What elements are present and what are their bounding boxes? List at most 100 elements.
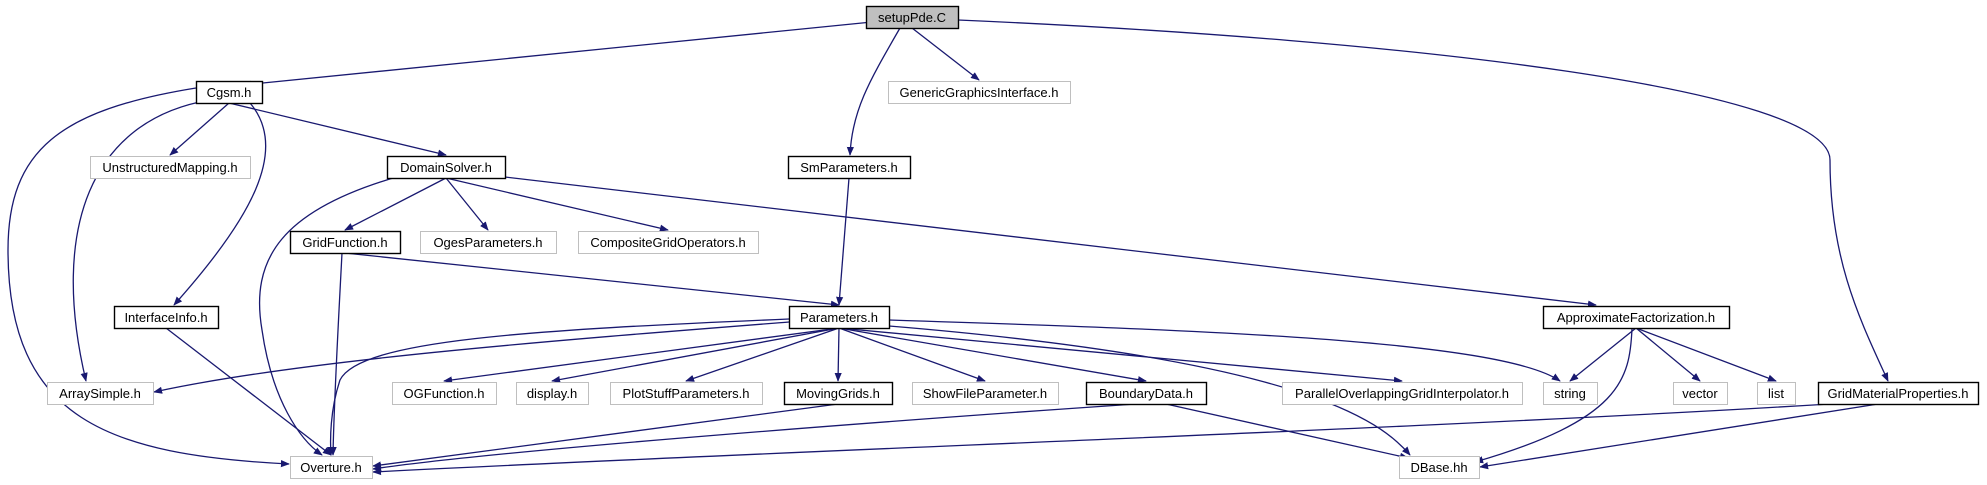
node-box-sfp — [912, 382, 1059, 405]
edge-ds-to-ogesp — [445, 177, 489, 231]
edge-af-to-vec — [1635, 327, 1701, 382]
edge-params-to-pogi — [838, 327, 1403, 384]
edge-params-to-mg — [834, 327, 842, 382]
node-label-disp: display.h — [527, 386, 577, 401]
node-label-gmp: GridMaterialProperties.h — [1828, 386, 1969, 401]
node-pogi: ParallelOverlappingGridInterpolator.h — [1282, 382, 1523, 405]
edge-cgsm-to-ov — [7, 87, 290, 468]
node-label-as: ArraySimple.h — [59, 386, 141, 401]
node-label-pogi: ParallelOverlappingGridInterpolator.h — [1295, 386, 1509, 401]
node-box-ogf — [392, 382, 497, 405]
node-um: UnstructuredMapping.h — [90, 156, 251, 179]
node-ds[interactable]: DomainSolver.h — [386, 155, 507, 180]
node-ogf: OGFunction.h — [392, 382, 497, 405]
node-smp[interactable]: SmParameters.h — [787, 155, 912, 180]
edge-params-to-ov — [326, 318, 790, 456]
edge-ii-to-ov — [165, 327, 332, 456]
node-ii[interactable]: InterfaceInfo.h — [113, 305, 220, 330]
node-box-db — [1399, 456, 1480, 479]
edge-ds-to-gf — [344, 177, 447, 231]
edge-gmp-to-ov — [372, 403, 1831, 476]
node-psp: PlotStuffParameters.h — [610, 382, 763, 405]
edge-ds-to-cgo — [445, 177, 669, 232]
edge-params-to-str — [888, 319, 1561, 382]
edge-gf-to-ov — [329, 252, 343, 456]
node-label-um: UnstructuredMapping.h — [102, 160, 237, 175]
node-label-ogf: OGFunction.h — [404, 386, 485, 401]
node-box-bd — [1085, 381, 1208, 406]
edge-gf-to-params — [344, 252, 840, 308]
edge-cgsm-to-as — [72, 99, 211, 382]
node-mg[interactable]: MovingGrids.h — [783, 381, 894, 406]
node-box-setup — [865, 5, 960, 30]
node-box-vec — [1673, 382, 1728, 405]
edge-cgsm-to-ds — [228, 102, 447, 157]
edge-setup-to-gmp — [957, 19, 1889, 382]
edge-params-to-sfp — [838, 327, 986, 382]
edge-gmp-to-db — [1479, 403, 1879, 470]
node-label-sfp: ShowFileParameter.h — [923, 386, 1047, 401]
node-label-bd: BoundaryData.h — [1099, 386, 1193, 401]
node-box-str — [1543, 382, 1598, 405]
edge-params-to-psp — [685, 327, 840, 382]
node-label-mg: MovingGrids.h — [796, 386, 880, 401]
node-box-pogi — [1282, 382, 1523, 405]
edge-params-to-ogf — [443, 327, 840, 384]
node-box-ogesp — [420, 231, 557, 254]
node-label-smp: SmParameters.h — [800, 160, 898, 175]
node-gmp[interactable]: GridMaterialProperties.h — [1817, 381, 1980, 406]
node-af[interactable]: ApproximateFactorization.h — [1542, 305, 1731, 330]
node-box-gf — [289, 230, 402, 255]
node-box-cgsm — [195, 80, 264, 105]
node-gf[interactable]: GridFunction.h — [289, 230, 402, 255]
node-params[interactable]: Parameters.h — [788, 305, 891, 330]
node-box-gmp — [1817, 381, 1980, 406]
node-box-um — [90, 156, 251, 179]
node-label-cgsm: Cgsm.h — [207, 85, 252, 100]
node-label-ggi: GenericGraphicsInterface.h — [900, 85, 1059, 100]
node-db: DBase.hh — [1399, 456, 1480, 479]
node-cgsm[interactable]: Cgsm.h — [195, 80, 264, 105]
node-ov: Overture.h — [290, 456, 373, 479]
node-bd[interactable]: BoundaryData.h — [1085, 381, 1208, 406]
node-lst: list — [1757, 382, 1796, 405]
edge-ds-to-ov — [258, 175, 401, 456]
node-setup[interactable]: setupPde.C — [865, 5, 960, 30]
edge-params-to-bd — [838, 327, 1147, 384]
edge-cgsm-to-um — [169, 102, 230, 156]
node-ogesp: OgesParameters.h — [420, 231, 557, 254]
node-label-ii: InterfaceInfo.h — [124, 310, 207, 325]
edge-af-to-db — [1474, 327, 1633, 464]
node-sfp: ShowFileParameter.h — [912, 382, 1059, 405]
node-box-ov — [290, 456, 373, 479]
node-box-ds — [386, 155, 507, 180]
edge-cgsm-to-ii — [173, 102, 267, 306]
node-box-disp — [516, 382, 589, 405]
node-as: ArraySimple.h — [47, 382, 154, 405]
node-label-str: string — [1554, 386, 1586, 401]
node-box-af — [1542, 305, 1731, 330]
node-box-smp — [787, 155, 912, 180]
node-label-ov: Overture.h — [300, 460, 361, 475]
nodes-layer: setupPde.C Cgsm.h GenericGraphicsInterface… — [47, 5, 1980, 479]
node-label-ds: DomainSolver.h — [400, 160, 492, 175]
node-label-db: DBase.hh — [1410, 460, 1467, 475]
node-box-cgo — [578, 231, 759, 254]
node-box-mg — [783, 381, 894, 406]
node-label-psp: PlotStuffParameters.h — [623, 386, 750, 401]
node-box-lst — [1757, 382, 1796, 405]
node-label-setup: setupPde.C — [878, 10, 946, 25]
edge-mg-to-ov — [372, 403, 839, 469]
node-vec: vector — [1673, 382, 1728, 405]
node-label-params: Parameters.h — [800, 310, 878, 325]
node-box-psp — [610, 382, 763, 405]
edge-setup-to-cgsm — [242, 21, 873, 88]
node-box-params — [788, 305, 891, 330]
edge-params-to-as — [153, 321, 790, 394]
edge-params-to-disp — [551, 327, 840, 384]
edge-af-to-str — [1569, 327, 1637, 382]
node-cgo: CompositeGridOperators.h — [578, 231, 759, 254]
node-label-lst: list — [1768, 386, 1784, 401]
node-label-af: ApproximateFactorization.h — [1557, 310, 1715, 325]
